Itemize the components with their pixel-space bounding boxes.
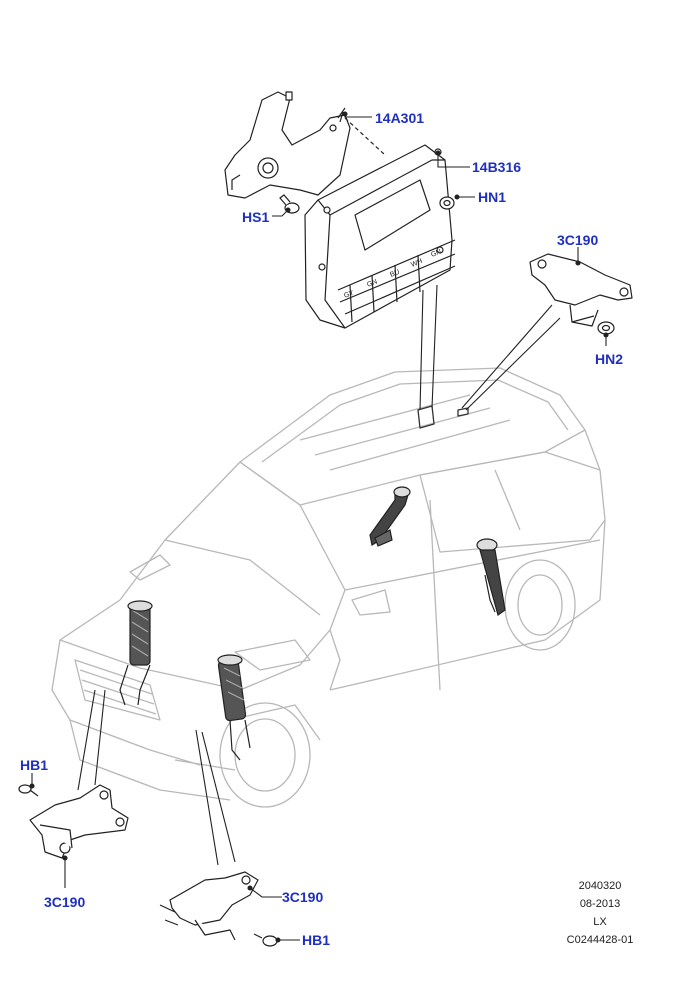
diagram-date: 08-2013 (579, 898, 621, 910)
sensor-3c190-left (29, 784, 129, 859)
bracket-14a301 (224, 91, 386, 199)
bolt-hb1-bottom (253, 933, 278, 947)
callout-hb1-bottom: HB1 (302, 932, 331, 948)
callout-hb1-left: HB1 (20, 757, 49, 773)
module-14b316: GY GN BU WH GN (304, 144, 456, 329)
nut-hn2 (597, 321, 615, 335)
svg-text:GN: GN (430, 248, 442, 258)
callout-hs1: HS1 (242, 209, 270, 225)
diagram-region: LX (593, 916, 607, 928)
callout-hn1: HN1 (478, 189, 507, 205)
svg-text:GN: GN (366, 278, 378, 288)
svg-text:BU: BU (389, 269, 401, 279)
sensor-3c190-top (529, 253, 633, 327)
nut-hn1 (439, 196, 455, 210)
callout-3c190-top: 3C190 (557, 232, 599, 248)
diagram-code: 2040320 (578, 880, 622, 892)
vehicle-outline (51, 367, 606, 808)
bolt-hb1-left (18, 784, 39, 797)
c-pillar-belt (476, 538, 506, 616)
callout-3c190-left: 3C190 (44, 894, 86, 910)
front-left-strut (119, 600, 153, 706)
sensor-3c190-bottom (159, 871, 259, 941)
callout-hn2: HN2 (595, 351, 624, 367)
front-right-strut (217, 654, 251, 761)
callout-14b316: 14B316 (472, 159, 522, 175)
svg-text:GY: GY (343, 289, 355, 299)
b-pillar-belt (369, 486, 411, 547)
callout-14a301: 14A301 (375, 110, 425, 126)
leader-lines (29, 111, 609, 943)
callout-3c190-bottom: 3C190 (282, 889, 324, 905)
diagram-ref: C0244428-01 (566, 934, 634, 946)
svg-text:WH: WH (410, 258, 423, 269)
